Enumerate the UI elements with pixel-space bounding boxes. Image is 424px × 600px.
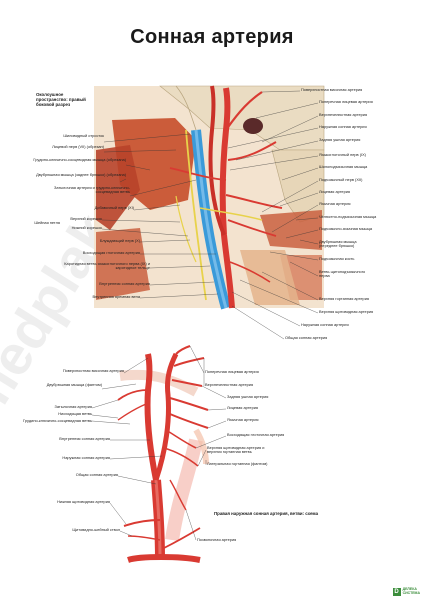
- label-facial-nerve: Лицевой нерв (VII) (обрезан): [52, 144, 104, 149]
- label-b-occipital-artery: Затылочная артерия: [54, 404, 92, 409]
- label-b-ascending-pharyngeal: Восходящая глоточная артерия: [227, 432, 285, 437]
- label-hyoglossus-muscle: Подъязычно-язычная мышца: [319, 226, 373, 231]
- label-carotid-branch-ix: Каротидная ветвь языкоглоточного нерва (…: [64, 261, 150, 271]
- label-b-common-carotid: Общая сонная артерия: [75, 472, 118, 477]
- poster-title: Сонная артерия: [130, 26, 294, 48]
- label-external-carotid-artery-top: Наружная сонная артерия: [319, 124, 367, 129]
- logo-line-2: СИСТЕМА: [402, 591, 420, 595]
- label-b-lingual-artery: Язычная артерия: [227, 417, 259, 422]
- label-stylohyoid-muscle: Шилоподъязычная мышца: [319, 164, 368, 169]
- label-maxillary-artery: Верхнечелюстная артерия: [319, 112, 368, 117]
- trachea-phantom: [165, 438, 203, 542]
- leader-lines-bottom: [91, 345, 227, 541]
- label-lingual-artery: Язычная артерия: [319, 201, 351, 206]
- label-b-superficial-temporal: Поверхностная височная артерия: [62, 368, 124, 373]
- dissection-illustration: [94, 85, 325, 340]
- logo-mark: D: [392, 588, 401, 596]
- label-ascending-pharyngeal-artery: Восходящая глоточная артерия: [82, 250, 140, 255]
- label-b-inferior-thyroid: Нижняя щитовидная артерия: [57, 499, 110, 504]
- label-digastric-posterior: Двубрюшная мышца (заднее брюшко) (обреза…: [36, 172, 126, 177]
- subclavian-artery: [127, 554, 201, 563]
- label-internal-jugular-vein: Внутренняя яремная вена: [92, 294, 141, 299]
- leader-lines-top-right: [227, 90, 319, 340]
- label-b-thyrocervical-trunk: Щитовидно-шейный ствол: [72, 527, 120, 532]
- label-mylohyoid-muscle: Челюстно-подъязычная мышца: [319, 214, 377, 219]
- ear-canal: [243, 118, 263, 134]
- label-glossopharyngeal-nerve: Языкоглоточный нерв (IX): [319, 152, 366, 157]
- label-hyoid-bone: Подъязычная кость: [319, 256, 355, 261]
- label-ansa-cervicalis: Шейная петля: [34, 220, 60, 225]
- vagus-nerve: [185, 129, 207, 301]
- label-b-maxillary: Верхнечелюстная артерия: [205, 382, 254, 387]
- label-b-scm-branch: Грудино-ключично-сосцевидная ветвь: [23, 418, 92, 423]
- label-b-internal-carotid: Внутренняя сонная артерия: [59, 436, 110, 441]
- label-vagus-nerve: Блуждающий нерв (X): [99, 238, 140, 243]
- digastric-posterior-muscle: [96, 145, 140, 230]
- label-styloid-process: Шиловидный отросток: [63, 133, 104, 138]
- label-internal-carotid-artery: Внутренняя сонная артерия: [99, 281, 150, 286]
- label-superior-root: Верхний корешок: [70, 216, 102, 221]
- label-b-lateral-laryngeal: Латеральная гортанная (фантом): [207, 461, 268, 466]
- label-scm-muscle: Грудино-ключично-сосцевидная мышца (обре…: [33, 157, 126, 162]
- label-occipital-artery: Затылочная артерия и грудино-ключично-со…: [54, 185, 130, 195]
- label-common-carotid-artery-top: Общая сонная артерия: [285, 335, 328, 340]
- publisher-logo: D ДЕЛЕКА СИСТЕМА: [392, 587, 420, 596]
- label-b-superior-thyroid: Верхняя щитовидная артерия и верхняя гор…: [207, 445, 265, 455]
- label-b-facial-artery: Лицевая артерия: [227, 405, 259, 410]
- neck-muscle-left: [96, 228, 150, 300]
- label-thyrohyoid-nerve-branch: Ветвь щитоподъязычного нерва: [319, 269, 366, 279]
- label-transverse-facial-artery: Поперечная лицевая артерия: [319, 99, 373, 104]
- schematic-caption: Правая наружная сонная артерия, ветви: с…: [214, 511, 319, 516]
- label-accessory-nerve: Добавочный нерв (XI): [94, 205, 134, 210]
- leader-lines-top-left: [101, 133, 219, 299]
- label-digastric-anterior: Двубрюшная мышца (переднее брюшко): [319, 239, 357, 249]
- label-b-external-carotid: Наружная сонная артерия: [62, 455, 110, 460]
- carotid-artery-main: [219, 87, 235, 309]
- label-external-carotid-artery-bottom: Наружная сонная артерия: [301, 322, 349, 327]
- external-carotid-branches: [117, 345, 209, 549]
- label-superior-laryngeal-artery: Верхняя гортанная артерия: [319, 296, 369, 301]
- label-hypoglossal-nerve: Подъязычный нерв (XII): [319, 177, 363, 182]
- skull-bone: [159, 85, 325, 151]
- larynx-region: [240, 250, 300, 305]
- label-b-digastric-phantom: Двубрюшная мышца (фантом): [46, 382, 102, 387]
- parapharyngeal-space-label: Околоушное пространство: правый боковой …: [36, 92, 86, 107]
- label-b-vertebral-artery: Позвоночная артерия: [197, 537, 237, 542]
- external-carotid-schematic: [153, 352, 179, 481]
- label-posterior-auricular-artery: Задняя ушная артерия: [319, 137, 361, 142]
- label-facial-artery: Лицевая артерия: [319, 189, 351, 194]
- ansa-cervicalis-nerve: [175, 195, 197, 263]
- label-b-descending-branch: Нисходящая ветвь: [58, 411, 92, 416]
- digastric-phantom: [119, 369, 199, 397]
- digastric-anterior-muscle: [260, 210, 322, 250]
- label-inferior-root: Нижний корешок: [71, 225, 102, 230]
- label-b-posterior-auricular: Задняя ушная артерия: [227, 394, 269, 399]
- logo-line-1: ДЕЛЕКА: [402, 587, 417, 592]
- label-superficial-temporal-artery: Поверхностная височная артерия: [301, 87, 363, 92]
- hypoglossal-nerve: [199, 207, 263, 221]
- label-b-transverse-facial: Поперечная лицевая артерия: [205, 369, 259, 374]
- label-superior-thyroid-artery: Верхняя щитовидная артерия: [319, 309, 374, 314]
- schematic-illustration: [91, 345, 227, 563]
